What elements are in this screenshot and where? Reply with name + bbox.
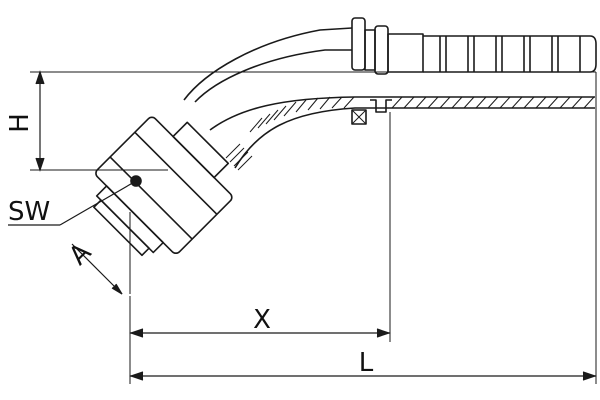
collar-ring-4: [387, 33, 424, 73]
seal-groove: [370, 99, 392, 113]
x-arrow-left: [129, 328, 144, 338]
nut-neck: [172, 121, 230, 179]
o-ring-seal: [351, 109, 367, 125]
h-arrow-top: [35, 70, 45, 85]
l-label: L: [359, 348, 374, 378]
a-label: A: [63, 237, 97, 271]
hose-tail-barbs: [439, 36, 581, 72]
sw-leader-diagonal: [59, 180, 137, 226]
h-arrow-bottom: [35, 157, 45, 172]
collar-ring-2: [364, 29, 376, 71]
bent-tube-outer-contour: [183, 27, 353, 101]
thread-lines: [225, 143, 253, 171]
fitting-body: [93, 17, 597, 257]
a-arrow: [111, 283, 123, 295]
x-label: X: [253, 305, 271, 335]
tube-bore-contour: [234, 107, 595, 169]
nut-face: [93, 199, 150, 257]
bent-tube-inner-contour: [194, 49, 352, 103]
x-arrow-right: [376, 328, 391, 338]
dimension-lines: [8, 70, 597, 384]
section-hatching: [249, 96, 595, 133]
a-dimension-line: [71, 243, 123, 295]
h-label: H: [5, 113, 35, 133]
collar-ring-3: [374, 25, 389, 75]
sw-label: SW: [8, 197, 50, 227]
swivel-nut-hex: [95, 116, 233, 255]
hose-tail-outline: [423, 35, 597, 73]
swivel-nut-group: [93, 116, 233, 257]
l-arrow-right: [582, 371, 597, 381]
l-arrow-left: [129, 371, 144, 381]
collar-ring-1: [351, 17, 366, 71]
tube-lower-contour: [209, 96, 595, 131]
